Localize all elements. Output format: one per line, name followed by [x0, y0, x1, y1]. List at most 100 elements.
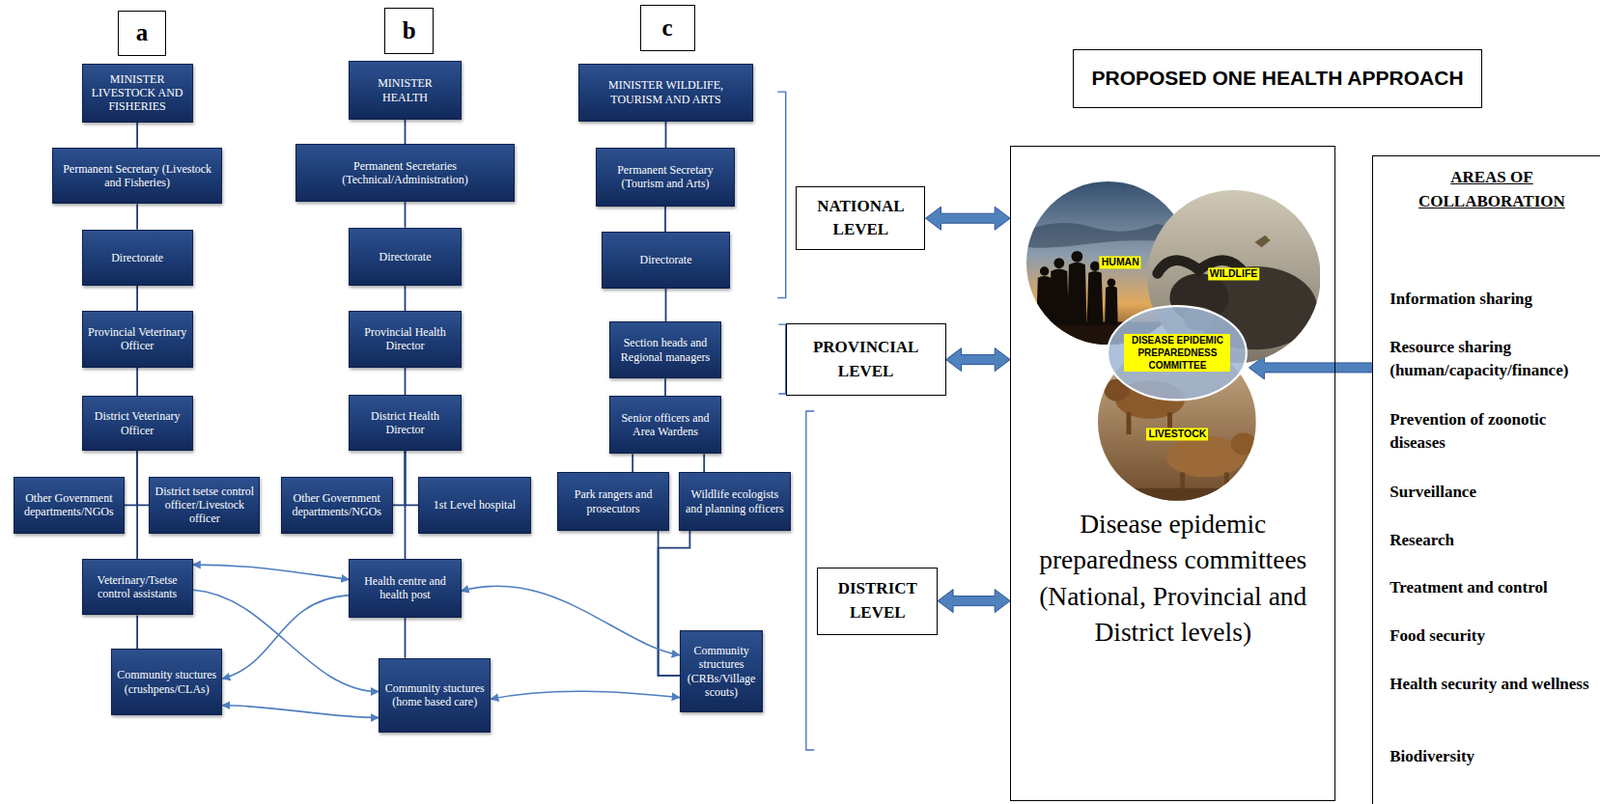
- level-text: NATIONAL LEVEL: [802, 195, 919, 243]
- level-bracket: [778, 324, 786, 394]
- illustration-part: [1097, 342, 1257, 502]
- box-text: Permanent Secretary (Livestock and Fishe…: [56, 162, 218, 191]
- column-letter: a: [136, 19, 149, 47]
- org-box: Health centre and health post: [348, 559, 461, 618]
- box-text: Community stuctures (home based care): [383, 681, 486, 710]
- box-text: Park rangers and prosecutors: [561, 487, 665, 516]
- collab-item: Resource sharing (human/capacity/finance…: [1389, 336, 1593, 384]
- org-box: Community stuctures (home based care): [378, 658, 491, 733]
- org-box: Veterinary/Tsetse control assistants: [82, 559, 194, 616]
- hierarchy-line: [137, 450, 149, 506]
- illustration-part: [1097, 342, 1257, 502]
- org-box: Directorate: [348, 227, 461, 286]
- hierarchy-line: [702, 453, 705, 473]
- sector-label: LIVESTOCK: [1146, 428, 1208, 442]
- column-tag: c: [640, 4, 696, 52]
- hierarchy-line: [136, 367, 139, 397]
- title-box: PROPOSED ONE HEALTH APPROACH: [1072, 49, 1484, 109]
- box-text: MINISTER LIVESTOCK AND FISHERIES: [86, 72, 189, 114]
- link-arrow: [222, 705, 379, 719]
- level-text: PROVINCIAL LEVEL: [792, 336, 940, 384]
- collab-item: Treatment and control: [1389, 576, 1593, 601]
- illustration-part: [1107, 279, 1117, 288]
- block-arrow: [937, 589, 1011, 614]
- box-text: Wildlife ecologists and planning officer…: [683, 487, 786, 516]
- committee-ellipse: DISEASE EPIDEMIC PREPAREDNESS COMMITTEE: [1105, 304, 1249, 402]
- org-box: MINISTER WILDLIFE, TOURISM AND ARTS: [578, 63, 754, 122]
- link-arrow: [461, 586, 680, 656]
- org-box: Permanent Secretary (Livestock and Fishe…: [52, 147, 223, 204]
- org-box: Section heads and Regional managers: [609, 321, 722, 379]
- box-text: Other Government departments/NGOs: [18, 491, 120, 520]
- org-box: MINISTER HEALTH: [348, 60, 461, 119]
- collab-item: Biodiversity: [1389, 745, 1593, 770]
- org-box: Community structures (CRBs/Village scout…: [679, 630, 764, 713]
- illustration-part: [1104, 285, 1119, 326]
- org-box: Directorate: [601, 231, 730, 289]
- illustration-part: [1224, 472, 1230, 492]
- org-box: Park rangers and prosecutors: [557, 472, 670, 531]
- illustration-part: [1097, 488, 1257, 502]
- block-arrow: [926, 206, 1011, 230]
- hierarchy-line: [405, 450, 420, 506]
- illustration-part: [1071, 251, 1084, 263]
- box-text: Other Government departments/NGOs: [285, 491, 389, 520]
- illustration-part: [1090, 261, 1100, 272]
- block-arrow: [1248, 356, 1373, 380]
- box-text: Directorate: [111, 251, 164, 265]
- collab-item: Health security and wellness: [1389, 673, 1593, 698]
- hierarchy-line: [404, 119, 407, 144]
- level-text: DISTRICT LEVEL: [823, 577, 931, 625]
- column-tag: a: [117, 10, 168, 57]
- committee-label: DISEASE EPIDEMIC PREPAREDNESS COMMITTEE: [1123, 334, 1231, 372]
- collab-item: Food security: [1389, 624, 1593, 649]
- sector-label: HUMAN: [1099, 255, 1142, 269]
- box-text: Permanent Secretaries (Technical/Adminis…: [300, 159, 509, 188]
- column-tag: b: [384, 7, 434, 55]
- org-box: Permanent Secretary (Tourism and Arts): [595, 147, 735, 206]
- hierarchy-line: [136, 285, 139, 311]
- collab-heading: AREAS OF COLLABORATION: [1409, 166, 1573, 214]
- illustration-part: [1125, 412, 1131, 435]
- illustration-part: [1066, 262, 1087, 326]
- box-text: Community structures (CRBs/Village scout…: [684, 644, 759, 701]
- box-text: District tsetse control officer/Livestoc…: [153, 484, 255, 527]
- org-box: 1st Level hospital: [418, 477, 531, 534]
- org-box: Other Government departments/NGOs: [13, 477, 125, 534]
- level-box: NATIONAL LEVEL: [795, 186, 926, 251]
- column-letter: b: [402, 17, 417, 45]
- box-text: District Health Director: [353, 409, 456, 438]
- block-arrow: [946, 348, 1011, 372]
- illustration-part: [1036, 276, 1053, 326]
- link-arrow: [222, 595, 349, 680]
- box-text: Directorate: [640, 252, 693, 267]
- hierarchy-line: [665, 121, 668, 149]
- org-box: District tsetse control officer/Livestoc…: [148, 477, 260, 534]
- hierarchy-line: [404, 285, 407, 311]
- org-box: District Veterinary Officer: [82, 395, 194, 451]
- committee-caption: Disease epidemic preparedness committees…: [1010, 505, 1335, 650]
- box-text: Health centre and health post: [353, 574, 456, 603]
- link-arrow: [193, 564, 350, 580]
- level-box: PROVINCIAL LEVEL: [785, 323, 947, 396]
- collab-item: Prevention of zoonotic diseases: [1389, 408, 1593, 456]
- collaboration-box: AREAS OF COLLABORATIONInformation sharin…: [1372, 155, 1600, 804]
- level-bracket: [777, 91, 786, 299]
- hierarchy-line: [631, 453, 634, 473]
- org-box: Directorate: [82, 229, 194, 286]
- box-text: Community stuctures (crushpens/CLAs): [115, 668, 218, 697]
- illustration-part: [1104, 379, 1130, 402]
- sector-label: WILDLIFE: [1207, 268, 1261, 281]
- level-box: DISTRICT LEVEL: [816, 567, 938, 636]
- illustration-part: [1087, 271, 1104, 326]
- org-box: Other Government departments/NGOs: [280, 477, 393, 534]
- box-text: Section heads and Regional managers: [614, 336, 717, 365]
- committee-label-wrap: DISEASE EPIDEMIC PREPAREDNESS COMMITTEE: [1105, 304, 1249, 402]
- box-text: Permanent Secretary (Tourism and Arts): [600, 163, 730, 192]
- committee-panel: Disease epidemic preparedness committees…: [1010, 145, 1336, 802]
- illustration-part: [1053, 257, 1065, 269]
- hierarchy-line: [136, 203, 139, 229]
